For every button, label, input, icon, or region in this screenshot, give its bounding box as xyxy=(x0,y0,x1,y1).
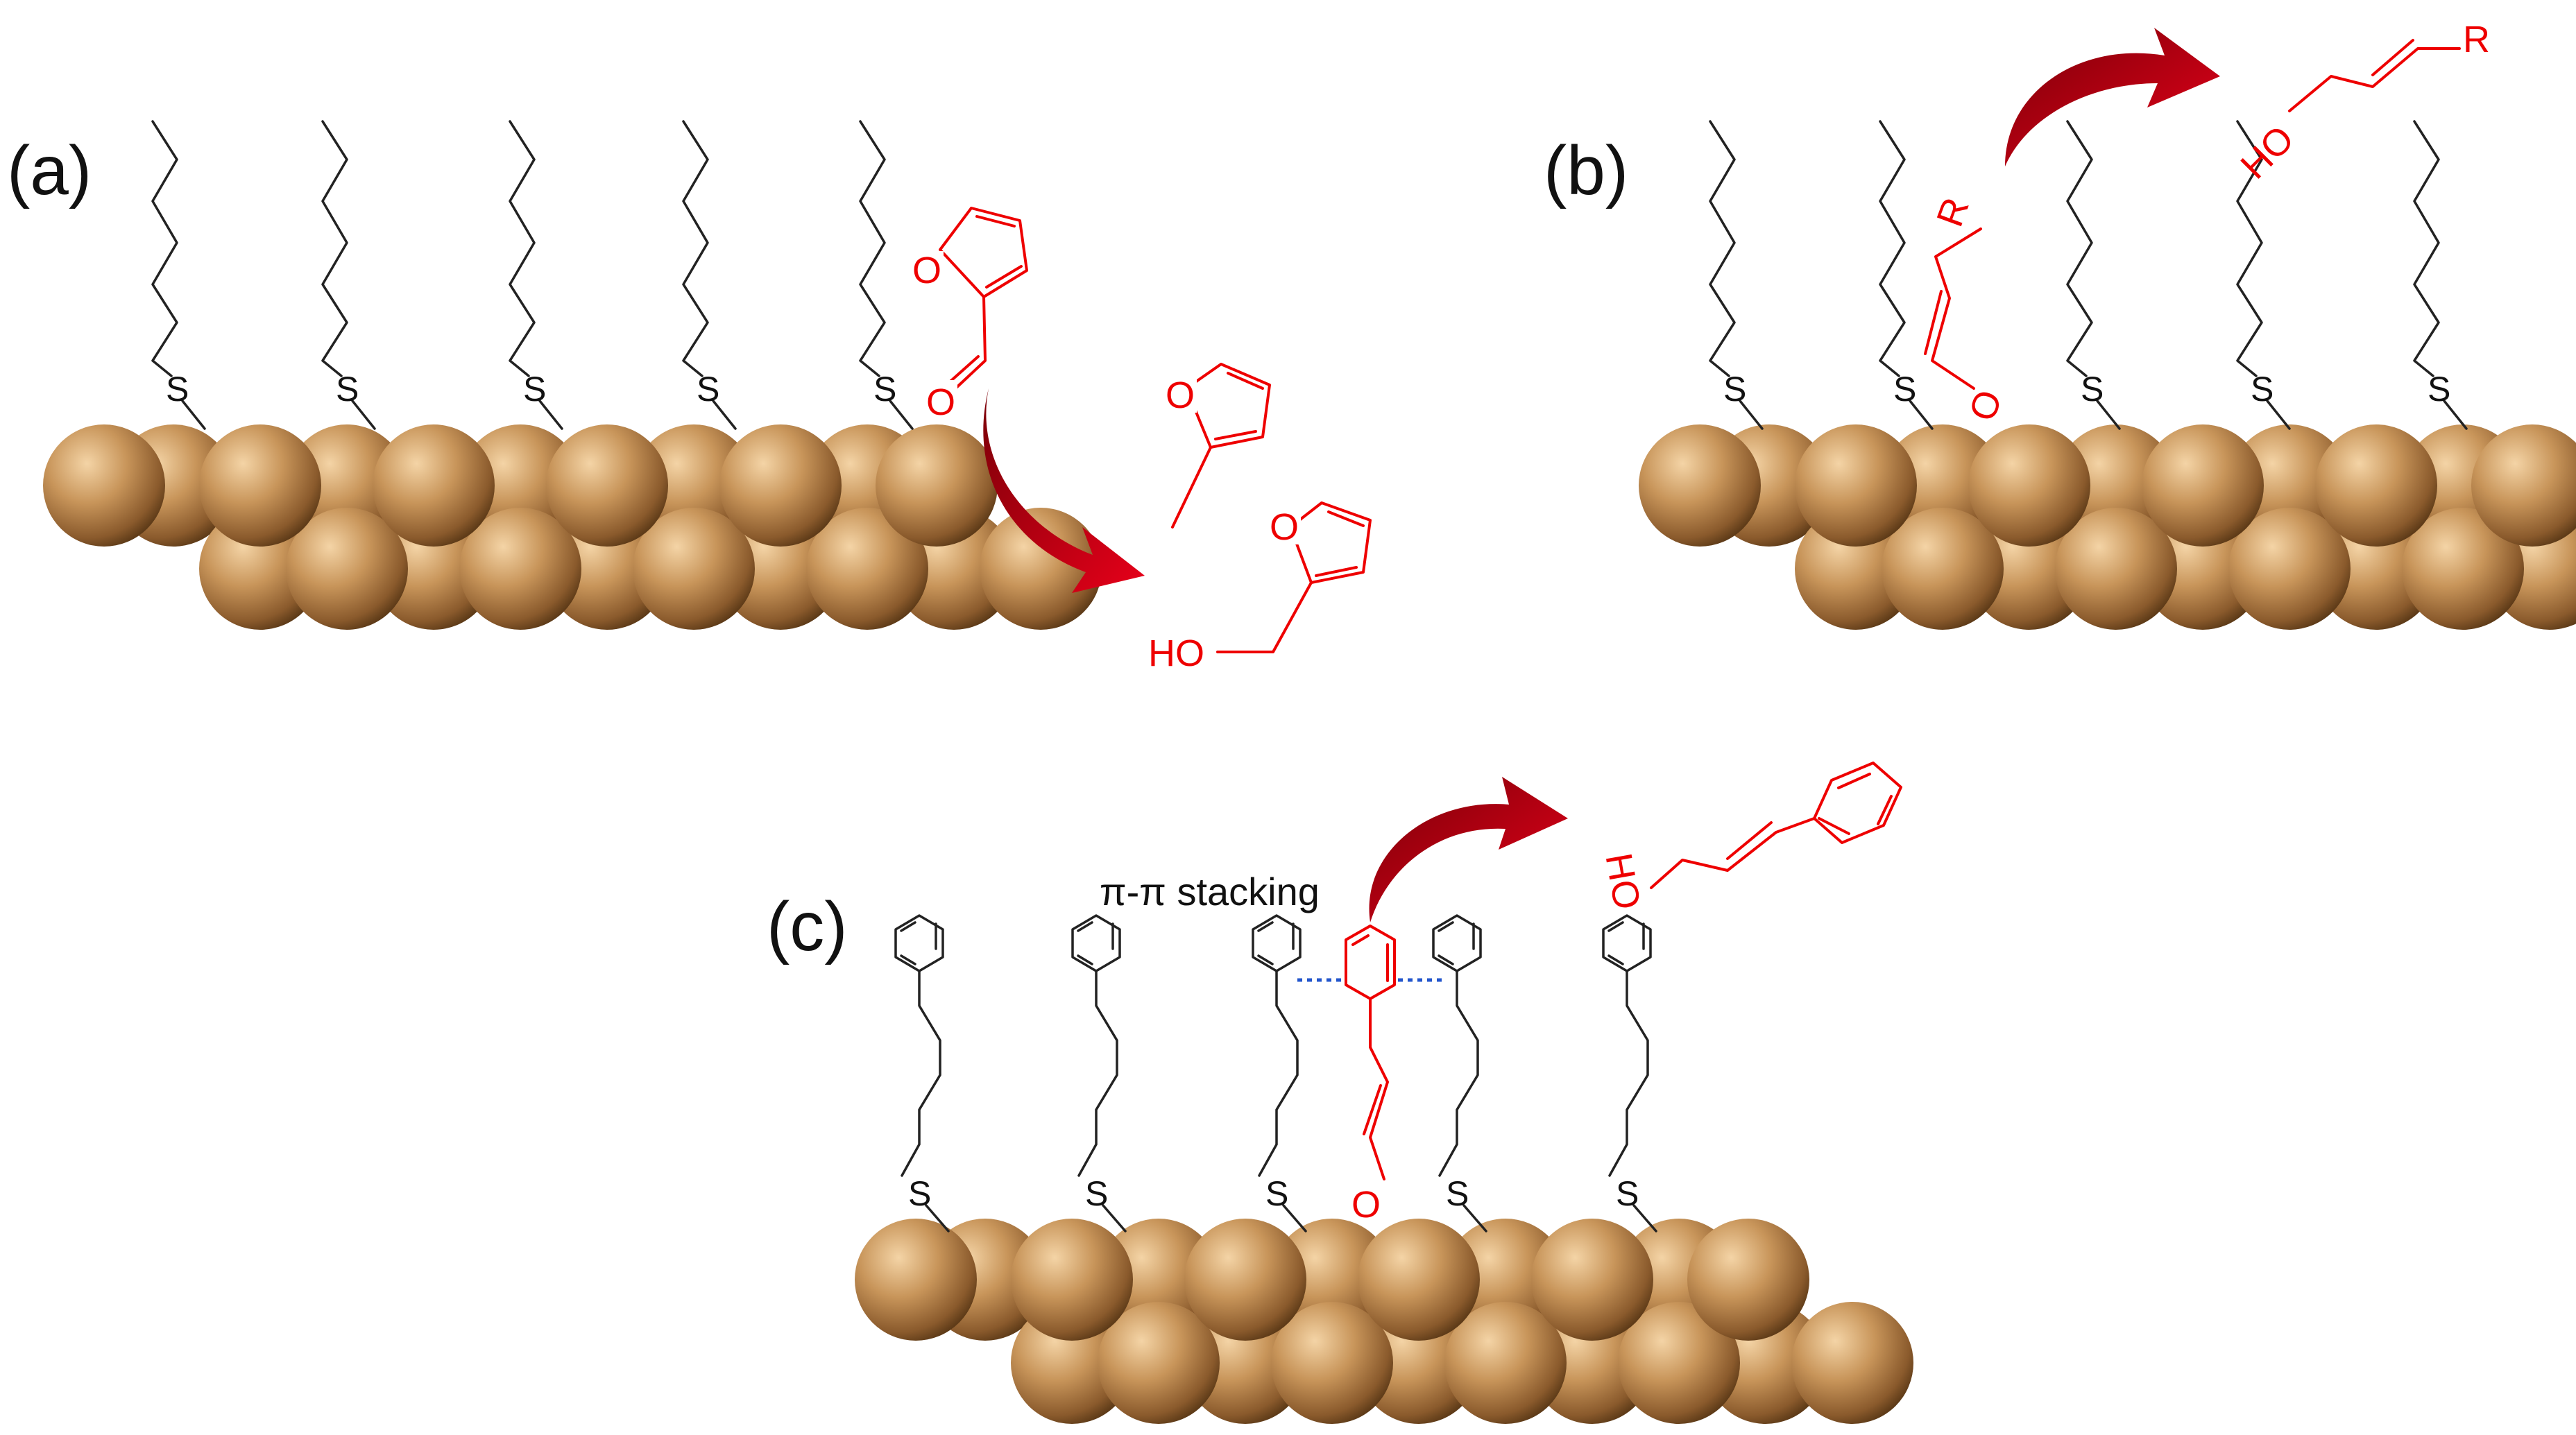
svg-text:O: O xyxy=(1270,506,1299,548)
unsaturated-aldehyde-molecule: R O xyxy=(1924,192,2011,427)
furfural-molecule: O O xyxy=(909,207,1028,423)
svg-text:S: S xyxy=(1723,370,1746,409)
svg-text:S: S xyxy=(2428,370,2450,409)
ligands-b: S S S S S xyxy=(1709,120,2468,430)
pi-stacking-annotation: π-π stacking xyxy=(1100,870,1320,913)
surface-c xyxy=(855,1219,1913,1424)
svg-text:R: R xyxy=(2463,19,2490,60)
svg-text:S: S xyxy=(873,370,896,409)
reaction-arrow-b xyxy=(2005,28,2220,166)
svg-text:S: S xyxy=(1085,1174,1108,1213)
svg-text:S: S xyxy=(1616,1174,1639,1213)
furfuryl-alcohol-molecule: O HO xyxy=(1148,501,1372,674)
svg-text:S: S xyxy=(1265,1174,1288,1213)
svg-text:O: O xyxy=(926,381,955,423)
svg-text:S: S xyxy=(1893,370,1916,409)
panel-c-label: (c) xyxy=(767,888,848,965)
svg-text:HO: HO xyxy=(1148,633,1204,674)
svg-text:O: O xyxy=(1961,385,2011,427)
svg-text:HO: HO xyxy=(2233,118,2302,187)
reaction-arrow-a xyxy=(983,388,1145,593)
svg-text:S: S xyxy=(1446,1174,1469,1213)
panel-c: (c) π-π stacking S S S S S O xyxy=(767,762,1913,1424)
svg-text:O: O xyxy=(1166,375,1195,416)
svg-text:S: S xyxy=(2251,370,2274,409)
svg-text:S: S xyxy=(908,1174,931,1213)
svg-text:R: R xyxy=(1929,192,1977,232)
panel-a: (a) S S S S S O O xyxy=(7,120,1372,674)
surface-a xyxy=(43,424,1102,630)
svg-text:S: S xyxy=(166,370,189,409)
reaction-arrow-c xyxy=(1369,777,1568,922)
cinnamyl-alcohol-molecule: HO xyxy=(1597,762,1902,913)
panel-b-label: (b) xyxy=(1544,132,1628,209)
cinnamaldehyde-molecule: O xyxy=(1345,925,1396,1226)
surface-b xyxy=(1639,424,2576,630)
allylic-alcohol-molecule: HO R xyxy=(2233,19,2490,187)
panel-a-label: (a) xyxy=(7,132,92,209)
svg-text:O: O xyxy=(1351,1184,1381,1226)
ligands-c: S S S S S xyxy=(894,914,1657,1232)
svg-text:HO: HO xyxy=(1597,850,1648,913)
panel-b: (b) S S S S S R O HO R xyxy=(1544,19,2576,630)
methylfuran-molecule: O xyxy=(1162,363,1271,529)
ligands-a: S S S S S xyxy=(151,120,914,430)
svg-text:S: S xyxy=(2081,370,2104,409)
svg-text:S: S xyxy=(336,370,359,409)
svg-text:S: S xyxy=(523,370,546,409)
svg-text:S: S xyxy=(697,370,719,409)
svg-text:O: O xyxy=(912,250,941,291)
